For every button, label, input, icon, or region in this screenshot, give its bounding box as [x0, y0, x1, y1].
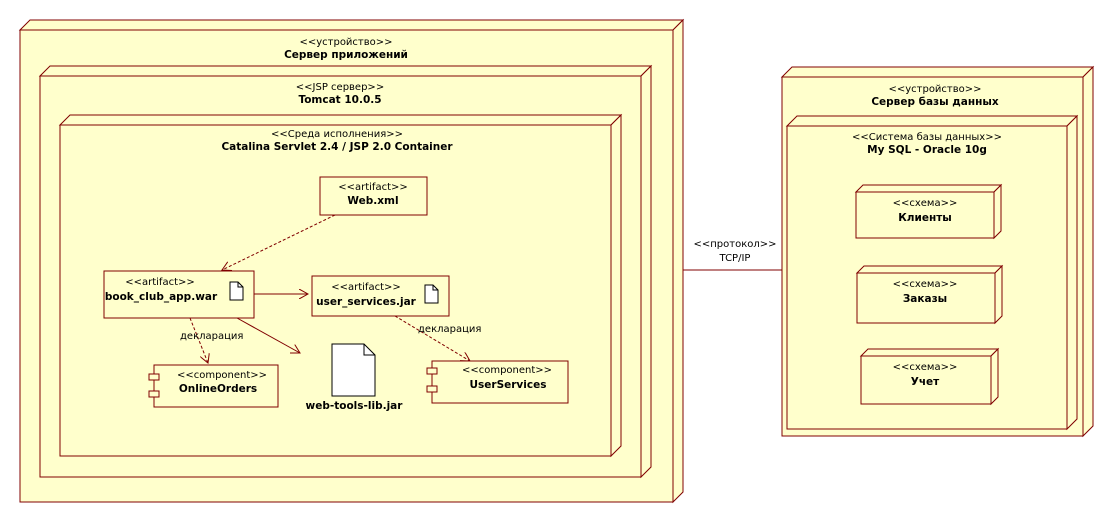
tomcat-title: Tomcat 10.0.5	[298, 94, 381, 106]
app-server-title: Сервер приложений	[284, 49, 408, 61]
war-artifact[interactable]: <<artifact>> book_club_app.war	[103, 270, 255, 319]
db-server-stereotype: <<устройство>>	[888, 84, 981, 95]
document-icon	[424, 284, 439, 304]
online-orders-stereotype: <<component>>	[177, 370, 267, 381]
schema-orders-stereotype: <<схема>>	[893, 279, 958, 290]
catalina-stereotype: <<Среда исполнения>>	[271, 129, 403, 140]
services-jar-stereotype: <<artifact>>	[331, 282, 401, 293]
schema-orders-node[interactable]: <<схема>> Заказы	[855, 264, 1004, 325]
schema-accounting-stereotype: <<схема>>	[893, 362, 958, 373]
schema-accounting-name: Учет	[911, 376, 940, 388]
services-jar-name: user_services.jar	[316, 296, 417, 308]
schema-clients-node[interactable]: <<схема>> Клиенты	[854, 183, 1003, 240]
dbms-stereotype: <<Система базы данных>>	[852, 132, 1002, 143]
user-services-stereotype: <<component>>	[462, 365, 552, 376]
user-services-name: UserServices	[470, 379, 547, 391]
schema-accounting-node[interactable]: <<схема>> Учет	[859, 347, 1000, 406]
user-services-component[interactable]: <<component>> UserServices	[426, 360, 569, 404]
jar-declaration-line	[394, 315, 470, 361]
services-jar-artifact[interactable]: <<artifact>> user_services.jar	[311, 275, 450, 317]
schema-clients-name: Клиенты	[898, 212, 952, 224]
component-icon	[148, 373, 160, 398]
tomcat-stereotype: <<JSP сервер>>	[296, 82, 384, 93]
app-server-stereotype: <<устройство>>	[299, 37, 392, 48]
webxml-name: Web.xml	[347, 195, 398, 207]
war-declaration-line	[189, 317, 208, 363]
dbms-title: My SQL - Oracle 10g	[867, 144, 987, 156]
webxml-stereotype: <<artifact>>	[338, 182, 408, 193]
document-icon	[229, 281, 244, 301]
db-server-title: Сервер базы данных	[871, 96, 999, 108]
catalina-title: Catalina Servlet 2.4 / JSP 2.0 Container	[221, 141, 453, 153]
war-to-toolslib-arrow	[236, 317, 300, 353]
online-orders-name: OnlineOrders	[179, 383, 257, 395]
tools-lib-artifact[interactable]: web-tools-lib.jar	[306, 343, 404, 412]
declaration-label-right: декларация	[418, 324, 481, 335]
component-icon	[426, 367, 438, 393]
protocol-name: TCP/IP	[719, 253, 751, 264]
schema-orders-name: Заказы	[903, 293, 947, 305]
schema-clients-stereotype: <<схема>>	[893, 198, 958, 209]
war-name: book_club_app.war	[105, 291, 218, 303]
declaration-label-left: декларация	[180, 331, 243, 342]
document-icon	[331, 343, 376, 397]
war-stereotype: <<artifact>>	[125, 277, 195, 288]
online-orders-component[interactable]: <<component>> OnlineOrders	[148, 364, 279, 408]
protocol-stereotype: <<протокол>>	[693, 239, 776, 250]
webxml-artifact[interactable]: <<artifact>> Web.xml	[319, 176, 428, 216]
tools-lib-name: web-tools-lib.jar	[306, 400, 404, 412]
webxml-dependency-line	[222, 214, 336, 270]
